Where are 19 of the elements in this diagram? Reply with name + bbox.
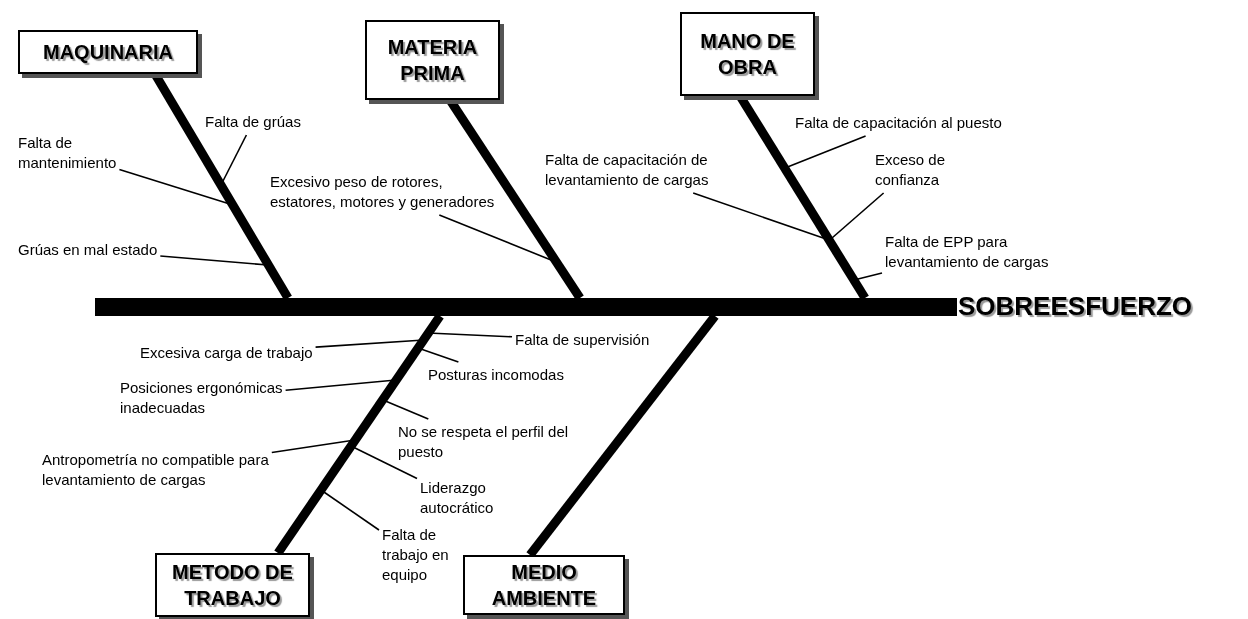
cause-text: Grúas en mal estado [18,240,183,260]
cause-text: Posturas incomodas [428,365,588,385]
cause-text: Falta de capacitación al puesto [795,113,1035,133]
cause-text: Falta de grúas [205,112,325,132]
cause-text: Liderazgo autocrático [420,478,520,518]
cause-text: Falta de capacitación de levantamiento de cargas [545,150,740,190]
cause-text: Excesiva carga de trabajo [140,343,340,363]
cause-text: Exceso de confianza [875,150,955,190]
cause-text: Falta de mantenimiento [18,133,138,173]
cause-text: Falta de trabajo en equipo [382,525,452,585]
cause-text: Falta de supervisión [515,330,675,350]
cause-text: Excesivo peso de rotores, estatores, motores y generadores [270,172,510,212]
effect-text: SOBREESFUERZO [958,290,1243,322]
spine-bar [95,298,957,316]
cause-line [831,192,885,239]
cause-text: No se respeta el perfil del puesto [398,422,603,462]
cause-text: Falta de EPP para levantamiento de cargas [885,232,1085,272]
cause-text: Posiciones ergonómicas inadecuadas [120,378,300,418]
cause-text: Antropometría no compatible para levantamiento de cargas [42,450,307,490]
